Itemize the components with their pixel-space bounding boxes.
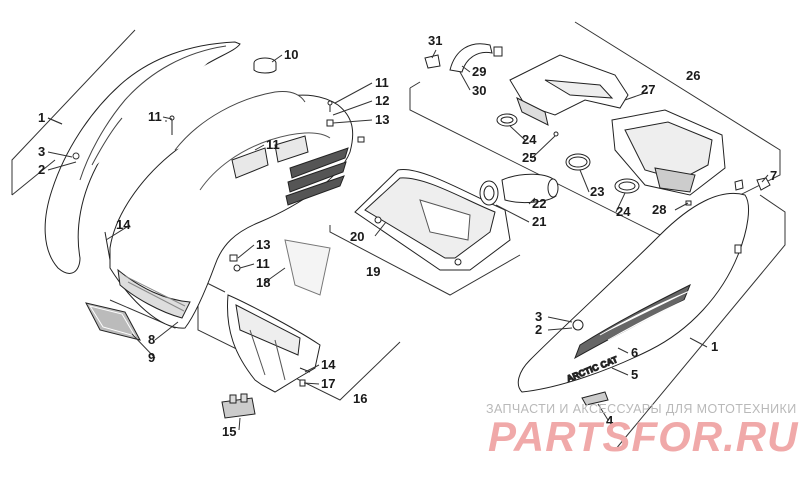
callout-13-a: 13	[375, 112, 389, 127]
lower-panel	[221, 294, 321, 419]
callout-labels: 1 2 3 11 14 10 11 12 13 11 13 11 18 8 9 …	[38, 33, 777, 439]
callout-11-d: 11	[256, 256, 270, 271]
callout-14-a: 14	[116, 217, 131, 232]
callout-30: 30	[472, 83, 486, 98]
callout-11-c: 11	[266, 137, 280, 152]
callout-8: 8	[148, 332, 155, 347]
callout-24-a: 24	[522, 132, 537, 147]
storage-tub	[354, 168, 511, 271]
callout-4: 4	[606, 413, 614, 428]
callout-22: 22	[532, 196, 546, 211]
callout-7: 7	[770, 168, 777, 183]
callout-5: 5	[631, 367, 638, 382]
callout-19: 19	[366, 264, 380, 279]
callout-2-right: 2	[535, 322, 542, 337]
filler-cap	[253, 57, 277, 74]
callout-3-left: 3	[38, 144, 45, 159]
callout-6: 6	[631, 345, 638, 360]
callout-14-b: 14	[321, 357, 336, 372]
main-hood	[109, 91, 354, 329]
callout-21: 21	[532, 214, 546, 229]
callout-15: 15	[222, 424, 236, 439]
callout-11-a: 11	[148, 109, 162, 124]
hood-fasteners	[104, 100, 365, 272]
callout-1-left: 1	[38, 110, 45, 125]
callout-24-b: 24	[616, 204, 631, 219]
callout-27: 27	[641, 82, 655, 97]
callout-12: 12	[375, 93, 389, 108]
airbox-group	[424, 43, 771, 206]
callout-25: 25	[522, 150, 536, 165]
callout-16: 16	[353, 391, 367, 406]
callout-31: 31	[428, 33, 442, 48]
callout-17: 17	[321, 376, 335, 391]
leader-lines	[47, 49, 769, 431]
left-side-panel	[44, 41, 241, 274]
grille-mesh	[85, 302, 141, 341]
callout-28: 28	[652, 202, 666, 217]
callout-10: 10	[284, 47, 298, 62]
callout-3-right: 3	[535, 309, 542, 324]
windshield	[284, 239, 331, 296]
callout-29: 29	[472, 64, 486, 79]
watermark-site: PARTSFOR.RU	[488, 413, 799, 460]
callout-9: 9	[148, 350, 155, 365]
callout-13-b: 13	[256, 237, 270, 252]
callout-18: 18	[256, 275, 270, 290]
callout-1-right: 1	[711, 339, 718, 354]
callout-26: 26	[686, 68, 700, 83]
callout-11-b: 11	[375, 75, 389, 90]
watermark-tagline: ЗАПЧАСТИ И АКСЕССУАРЫ ДЛЯ МОТОТЕХНИКИ	[486, 402, 797, 416]
right-side-panel	[517, 192, 750, 406]
callout-23: 23	[590, 184, 604, 199]
callout-2-left: 2	[38, 162, 45, 177]
callout-20: 20	[350, 229, 364, 244]
